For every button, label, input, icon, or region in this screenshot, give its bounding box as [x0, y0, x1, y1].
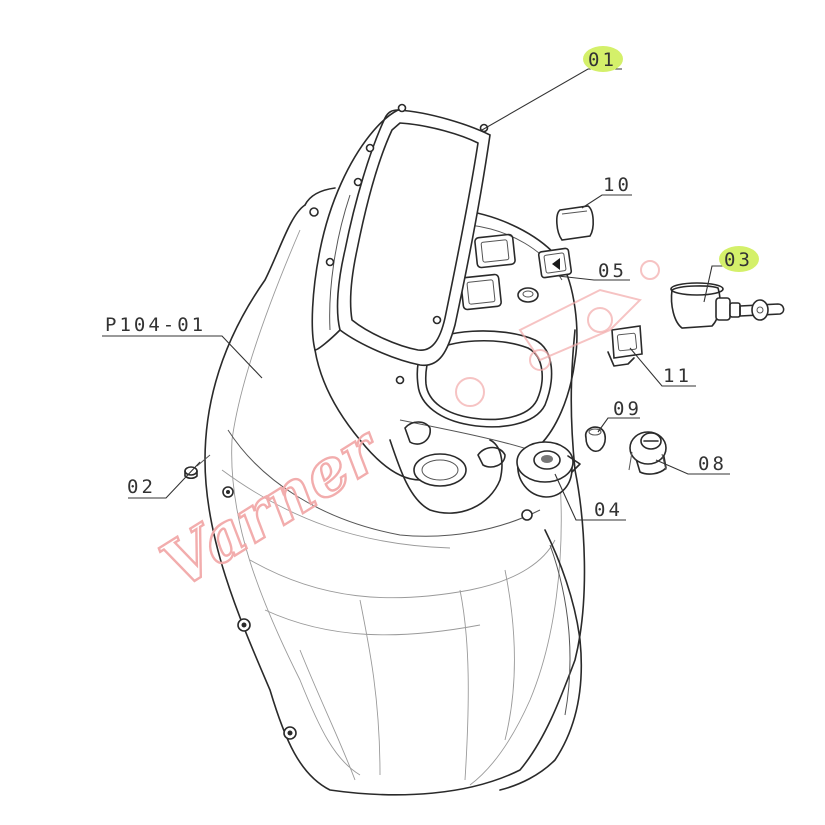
main-housing	[204, 187, 586, 796]
button-cap-part-10	[556, 205, 594, 241]
callout-01: 01	[588, 49, 617, 71]
lamp-part-09	[584, 426, 607, 453]
assembly-label: P104-01	[105, 314, 206, 336]
screw-part-02	[184, 454, 211, 480]
knob-part-04	[516, 441, 581, 498]
callout-labels: 01 03 10 05 11 09 08 04 02 P104-01	[105, 46, 759, 521]
callout-10: 10	[603, 174, 632, 196]
callout-01-highlight	[583, 46, 623, 72]
callout-02: 02	[127, 476, 156, 498]
callout-04: 04	[594, 499, 623, 521]
callout-09: 09	[613, 398, 642, 420]
callout-11: 11	[663, 365, 692, 387]
cover-panel-part-01	[311, 103, 491, 385]
watermark-text: Varner	[149, 411, 396, 604]
key-switch-part-03	[670, 282, 785, 329]
button-part-05	[517, 247, 573, 303]
callout-03: 03	[724, 249, 753, 271]
callout-08: 08	[698, 453, 727, 475]
callout-03-highlight	[719, 246, 759, 272]
rocker-switch-part-11	[607, 325, 643, 367]
callout-05: 05	[598, 260, 627, 282]
fuse-holder-part-08	[628, 431, 667, 475]
